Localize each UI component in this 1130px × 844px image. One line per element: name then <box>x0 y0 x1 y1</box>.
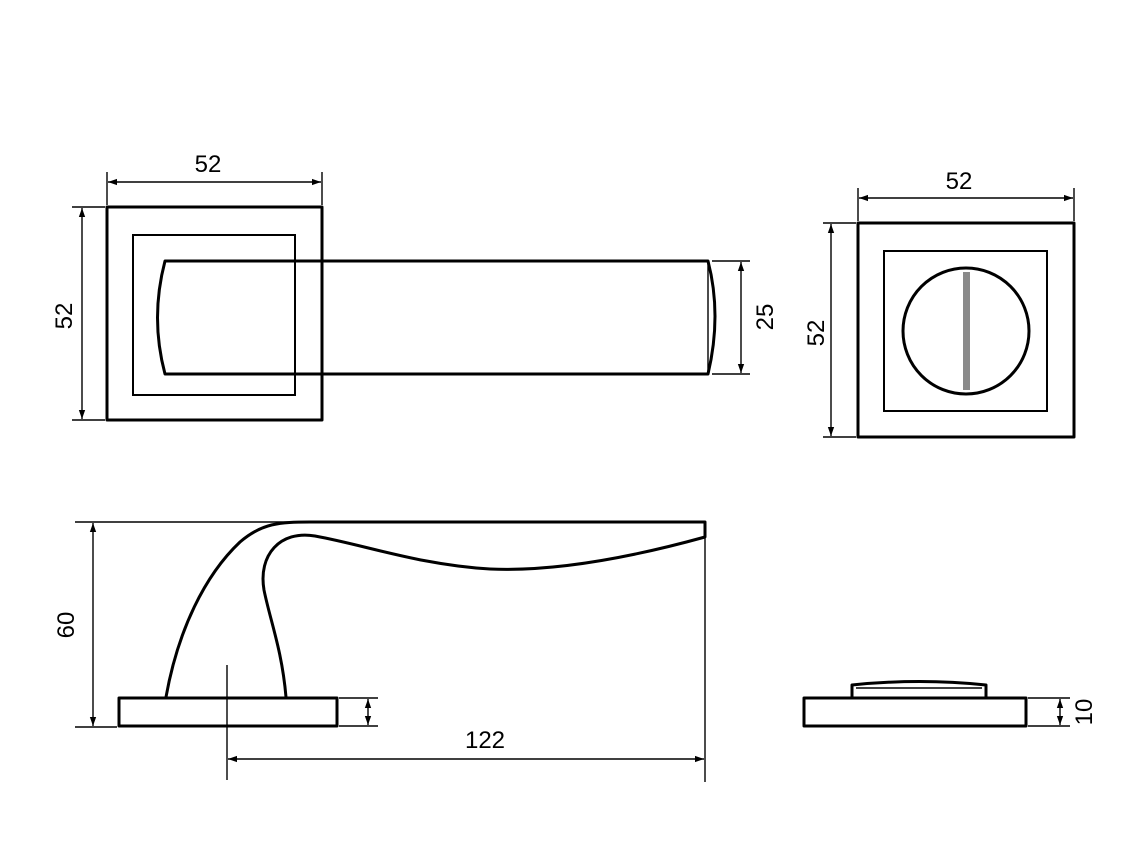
turn-front-view: 52 52 <box>803 168 1076 439</box>
dim-handle-front-width: 52 <box>106 151 323 205</box>
turn-slot <box>963 272 970 390</box>
turn-rosette-inner <box>883 250 1048 412</box>
dim-label-handle-front-width: 52 <box>195 151 222 178</box>
turn-rosette-outer <box>856 221 1076 439</box>
turn-side-view: 10 <box>802 680 1098 728</box>
dim-handle-side-length: 122 <box>228 524 706 782</box>
dim-handle-front-height: 52 <box>51 206 105 421</box>
dim-handle-lever-height: 25 <box>712 260 779 375</box>
handle-front-view: 52 52 25 <box>51 151 779 422</box>
dim-label-turn-front-width: 52 <box>946 168 973 195</box>
dim-turn-front-width: 52 <box>857 168 1075 221</box>
handle-lever-front <box>156 259 717 376</box>
dim-turn-front-height: 52 <box>803 222 856 438</box>
handle-base-plate <box>117 696 339 728</box>
dim-turn-side-thickness: 10 <box>1028 697 1098 727</box>
dim-label-handle-front-height: 52 <box>51 303 78 330</box>
dim-label-handle-side-height: 60 <box>53 612 80 639</box>
turn-knob <box>901 266 1031 396</box>
handle-rosette-outer <box>105 205 324 422</box>
dim-label-handle-side-length: 122 <box>465 727 505 754</box>
turn-base-plate <box>802 696 1028 728</box>
turn-knob-side <box>850 680 988 697</box>
handle-rosette-inner <box>132 234 296 396</box>
handle-lever-side <box>164 520 707 698</box>
dim-label-turn-side-thickness: 10 <box>1071 699 1098 726</box>
handle-side-view: 60 122 <box>53 520 707 782</box>
dim-handle-side-height: 60 <box>53 521 300 728</box>
dim-handle-plate-thickness <box>339 697 378 727</box>
dim-label-turn-front-height: 52 <box>803 320 830 347</box>
dim-label-handle-lever-height: 25 <box>752 304 779 331</box>
